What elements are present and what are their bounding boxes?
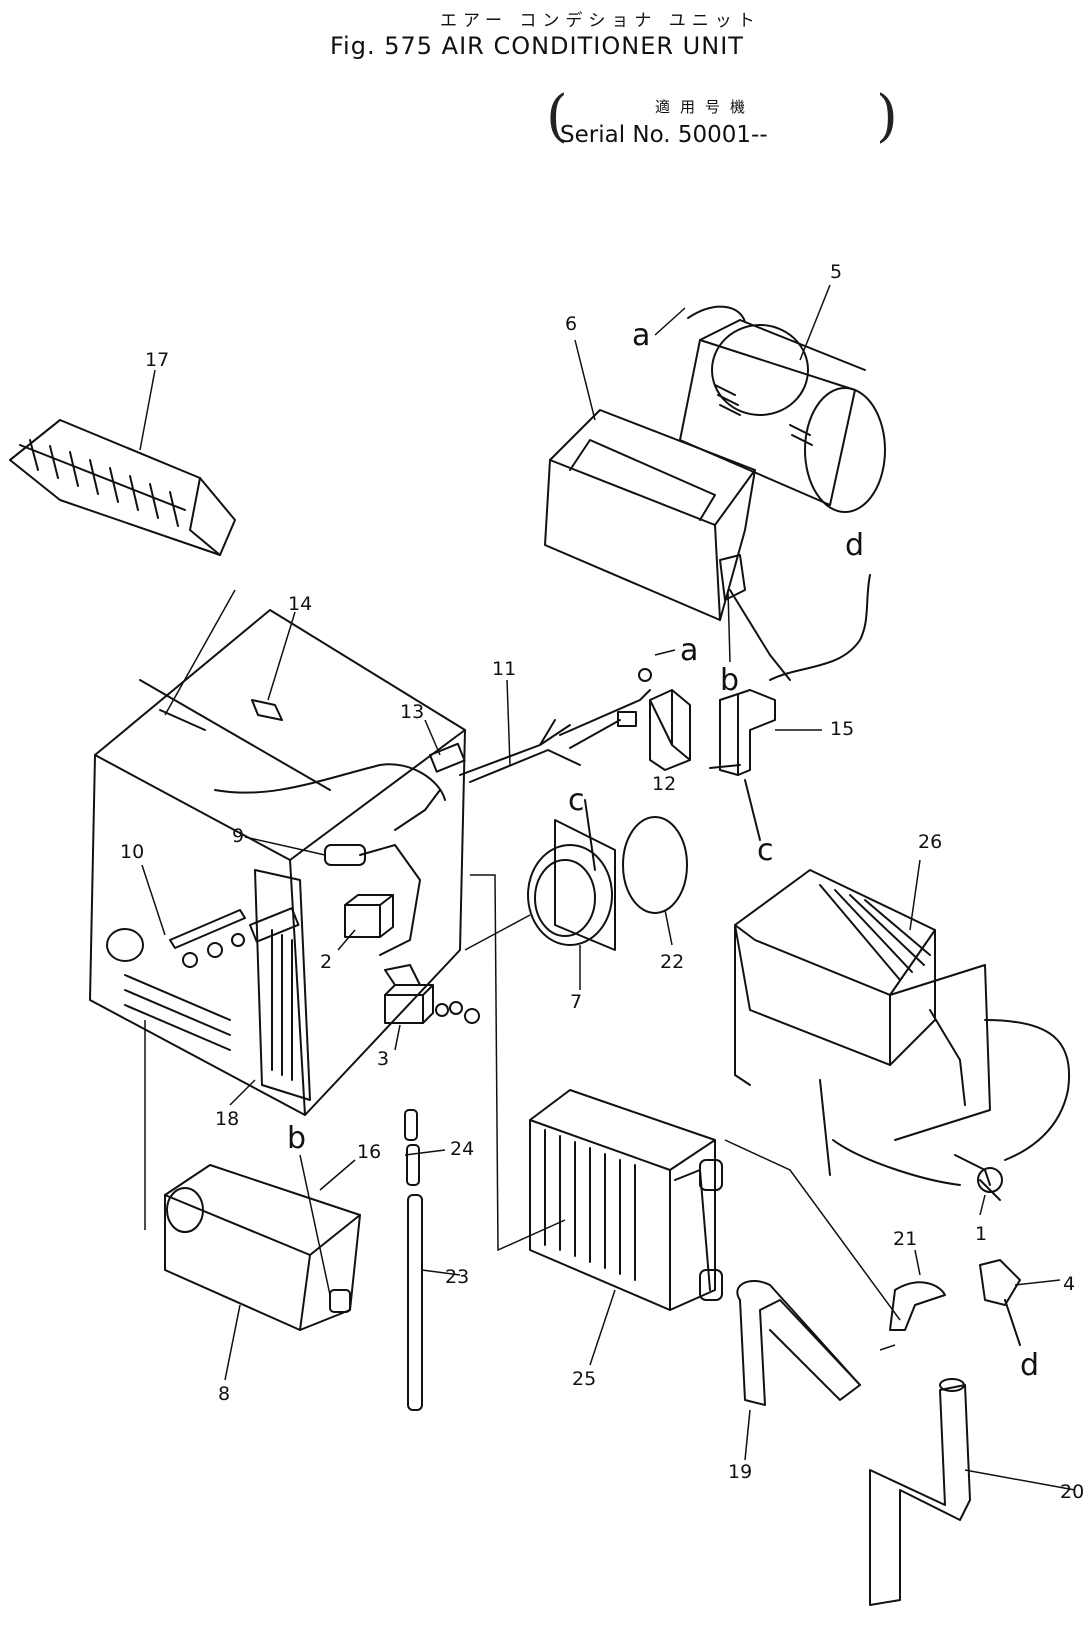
part-18-unit-case [89, 609, 466, 1116]
callout-8: 8 [218, 1383, 230, 1405]
callout-18: 18 [215, 1108, 239, 1130]
part-7-motor-flange [527, 799, 616, 951]
serial-japanese-label: 適用号機 [655, 98, 756, 116]
part-24-drain-fitting [404, 1109, 420, 1186]
part-4-valve [979, 1259, 1021, 1346]
leader-lines [139, 284, 1076, 1491]
part-22-gasket [622, 816, 688, 914]
figure-title: Fig. 575 AIR CONDITIONER UNIT [330, 32, 744, 60]
serial-number-range: Serial No. 50001-- [560, 122, 768, 148]
callout-15: 15 [830, 718, 854, 740]
part-14-clip [251, 699, 283, 721]
callout-13: 13 [400, 701, 424, 723]
callout-14: 14 [288, 593, 312, 615]
part-11-wire-harness [459, 668, 652, 783]
callout-7: 7 [570, 991, 582, 1013]
part-26-evaporator [734, 869, 1071, 1186]
ref-b-bracket: b [720, 663, 739, 698]
callout-5: 5 [830, 261, 842, 283]
part-6-blower-housing [544, 409, 791, 681]
ref-d-wire: d [845, 528, 864, 563]
callout-4: 4 [1063, 1273, 1075, 1295]
callout-6: 6 [565, 313, 577, 335]
part-15-resistor-bracket [709, 574, 871, 841]
callout-10: 10 [120, 841, 144, 863]
part-13-connector [428, 742, 466, 773]
callout-21: 21 [893, 1228, 917, 1250]
part-9-thermistor [214, 763, 446, 956]
serial-bracket-right: ) [876, 84, 898, 149]
callout-9: 9 [232, 825, 244, 847]
ref-a-harness: a [680, 633, 698, 668]
callout-25: 25 [572, 1368, 596, 1390]
callout-labels: 1 2 3 4 5 6 7 8 9 10 11 12 13 14 15 16 1… [120, 261, 1084, 1503]
assembly-guide-lines [144, 589, 901, 1351]
part-19-hose [736, 1280, 861, 1406]
part-5-blower-fan [679, 305, 886, 513]
part-16-side-panel [164, 1164, 361, 1331]
callout-2: 2 [320, 951, 332, 973]
callout-12: 12 [652, 773, 676, 795]
part-25-heater-core [529, 1089, 723, 1311]
ref-b-panel: b [287, 1121, 306, 1156]
callout-16: 16 [357, 1141, 381, 1163]
callout-20: 20 [1060, 1481, 1084, 1503]
part-23-drain-hose [407, 1194, 423, 1411]
connection-reference-letters: a a b b c c d d [287, 307, 1039, 1383]
callout-26: 26 [918, 831, 942, 853]
callout-24: 24 [450, 1138, 474, 1160]
callout-23: 23 [445, 1266, 469, 1288]
japanese-title: エアー コンデショナ ユニット [440, 11, 761, 31]
part-20-hose [869, 1378, 971, 1606]
part-3-relay [384, 964, 480, 1024]
callout-22: 22 [660, 951, 684, 973]
part-17-outlet-grille [9, 419, 236, 556]
ref-c-motor: c [568, 783, 585, 818]
serial-bracket-left: ( [546, 84, 568, 149]
callout-3: 3 [377, 1048, 389, 1070]
callout-11: 11 [492, 658, 516, 680]
callout-19: 19 [728, 1461, 752, 1483]
ref-a-top: a [632, 318, 650, 353]
ref-d-valve: d [1020, 1348, 1039, 1383]
callout-17: 17 [145, 349, 169, 371]
part-12-relay [649, 689, 691, 771]
part-1-expansion-valve [977, 1167, 1003, 1201]
callout-1: 1 [975, 1223, 987, 1245]
ref-c-bracket: c [757, 833, 774, 868]
part-21-hose [889, 1281, 946, 1331]
part-2-switch [344, 894, 394, 938]
